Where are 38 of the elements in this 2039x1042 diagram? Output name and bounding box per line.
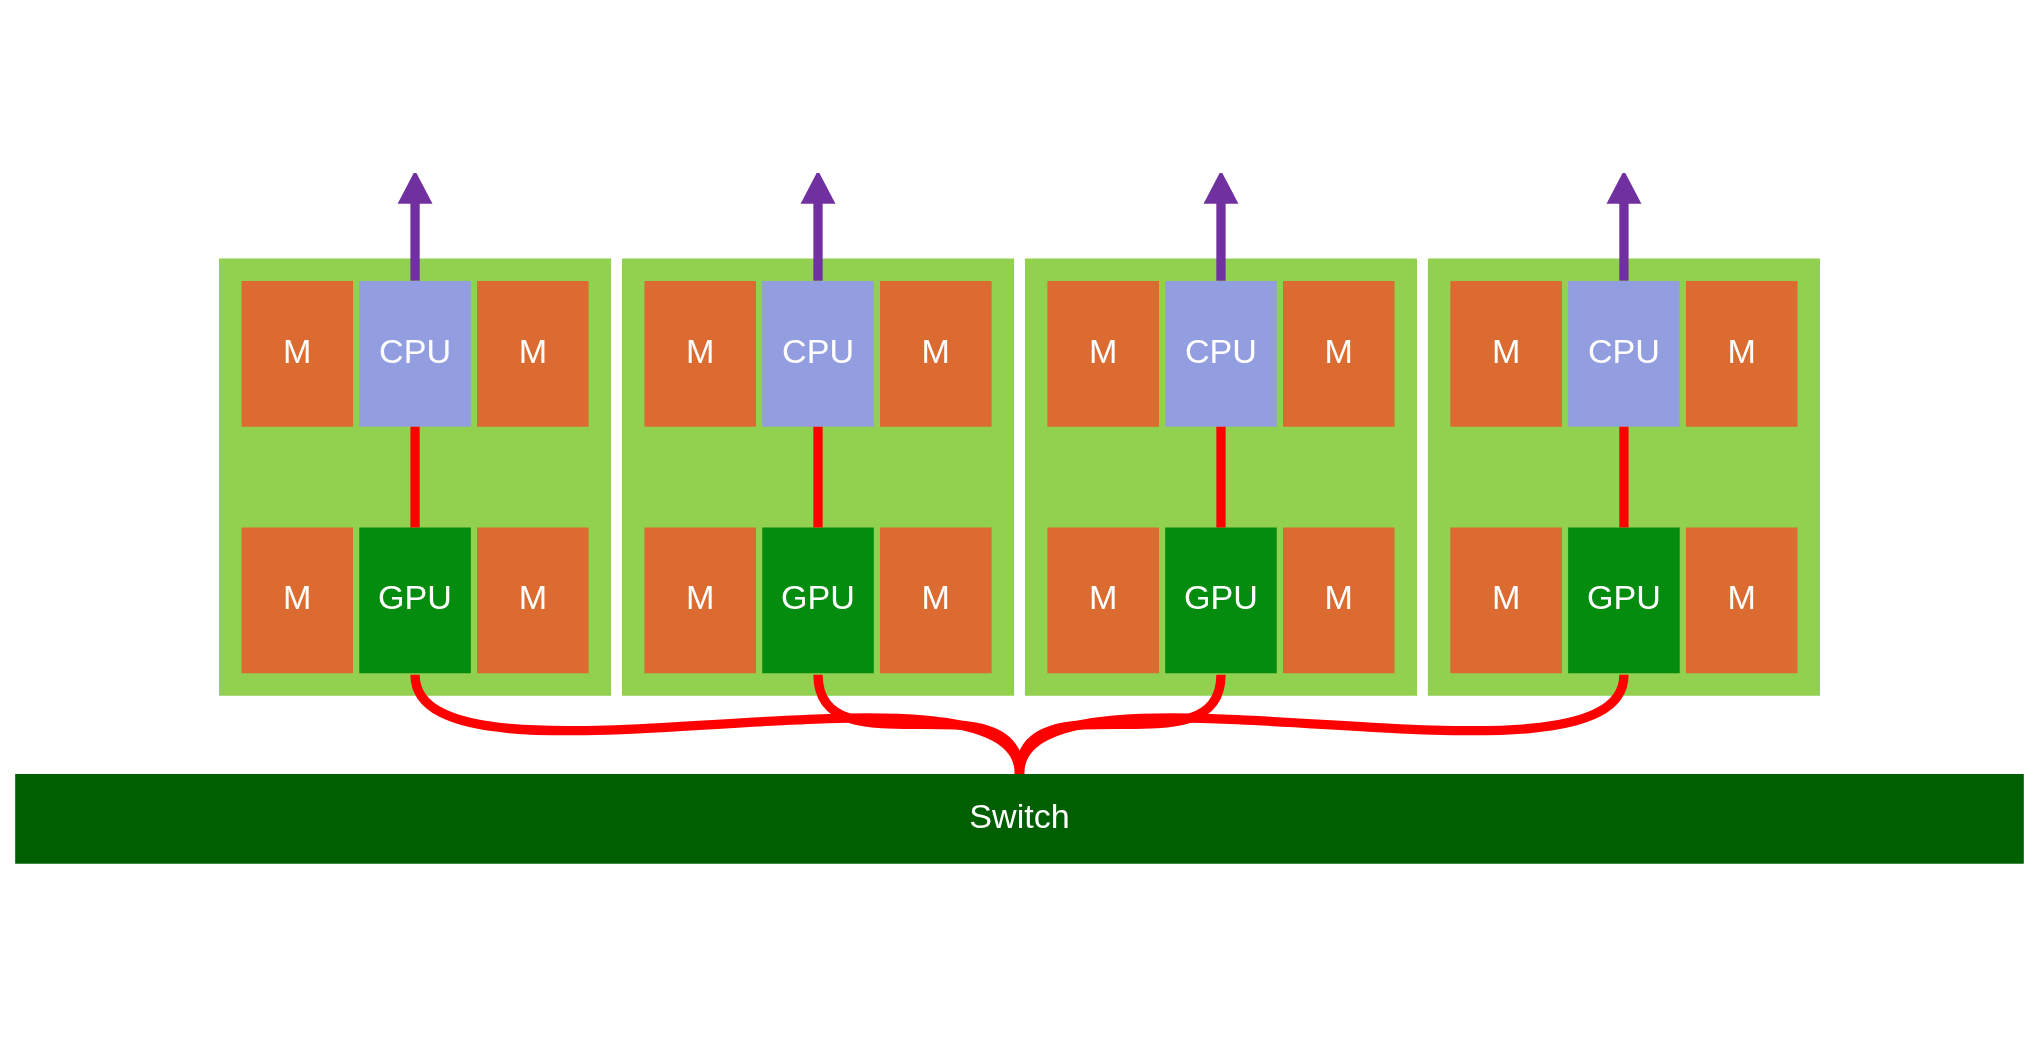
node-box: M	[644, 527, 756, 673]
node-box: M	[1685, 280, 1798, 427]
cluster	[1427, 258, 1820, 696]
node-box: M	[880, 280, 992, 427]
node-box: M	[880, 527, 992, 673]
node-box: M	[241, 280, 354, 427]
node-box: M	[1283, 280, 1395, 427]
cluster	[1024, 258, 1418, 696]
connector	[410, 426, 420, 527]
arrow	[800, 172, 836, 281]
cluster	[219, 258, 612, 696]
node-box: CPU	[359, 280, 471, 427]
arrow	[1203, 172, 1239, 281]
node-box: GPU	[1568, 527, 1680, 673]
node-box: M	[241, 527, 354, 673]
node-box: M	[1450, 527, 1562, 673]
node-box: Switch	[15, 773, 2024, 864]
arrow	[397, 172, 433, 281]
cluster	[621, 258, 1015, 696]
node-box: M	[1047, 280, 1159, 427]
node-box: M	[1450, 280, 1562, 427]
node-box: M	[1685, 527, 1798, 673]
node-box: M	[477, 527, 589, 673]
node-box: GPU	[359, 527, 471, 673]
arrow	[1606, 172, 1642, 281]
connector	[1216, 426, 1226, 527]
node-box: M	[1283, 527, 1395, 673]
connector	[1619, 426, 1629, 527]
node-box: M	[1047, 527, 1159, 673]
node-box: GPU	[1165, 527, 1277, 673]
node-box: M	[477, 280, 589, 427]
node-box: CPU	[762, 280, 874, 427]
node-box: CPU	[1568, 280, 1680, 427]
node-box: M	[644, 280, 756, 427]
connector	[1014, 673, 1226, 775]
node-box: CPU	[1165, 280, 1277, 427]
connector	[813, 426, 823, 527]
node-box: GPU	[762, 527, 874, 673]
